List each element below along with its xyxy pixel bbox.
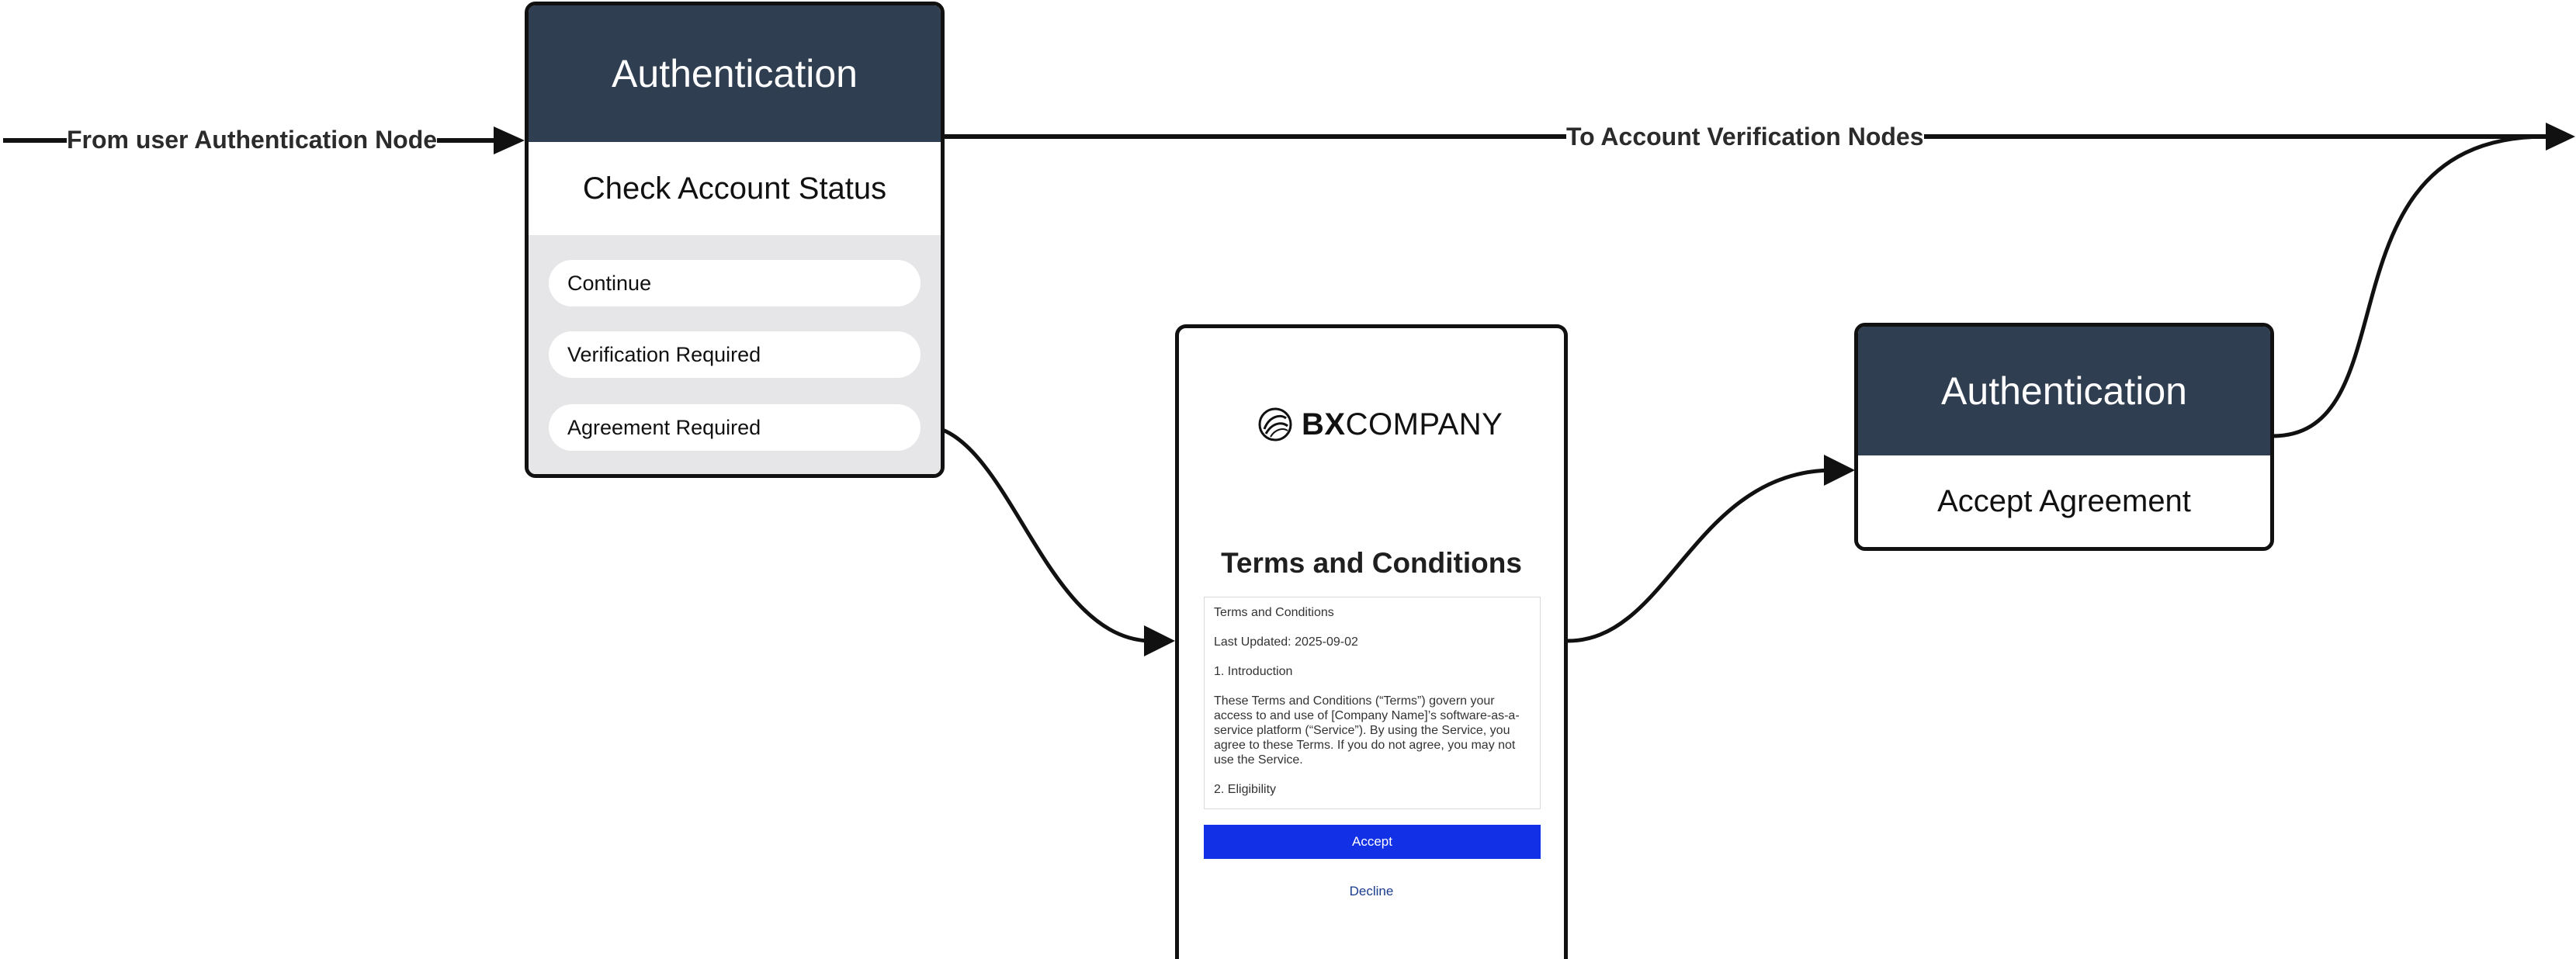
terms-last-updated: Last Updated: 2025-09-02	[1214, 635, 1358, 649]
accept-to-outgoing-edge	[2272, 134, 2547, 438]
outgoing-arrowhead	[2546, 123, 2575, 151]
outcome-agreement-required[interactable]: Agreement Required	[549, 404, 920, 451]
terms-section-1-paragraph: These Terms and Conditions (“Terms”) gov…	[1214, 694, 1520, 767]
accept-arrowhead	[1824, 455, 1855, 486]
node-title: Accept Agreement	[1858, 455, 2270, 547]
outcome-list: Continue Verification Required Agreement…	[529, 235, 941, 474]
company-logo-text: BXCOMPANY	[1302, 407, 1503, 441]
company-logo: BXCOMPANY	[1257, 406, 1503, 443]
terms-body-title: Terms and Conditions	[1214, 606, 1334, 619]
decline-link[interactable]: Decline	[1349, 884, 1394, 898]
accept-agreement-node[interactable]: Authentication Accept Agreement	[1854, 323, 2274, 551]
check-account-status-node[interactable]: Authentication Check Account Status Cont…	[525, 2, 945, 478]
terms-heading: Terms and Conditions	[1221, 547, 1522, 579]
company-logo-icon	[1258, 407, 1292, 441]
node-header: Authentication	[1858, 327, 2270, 455]
terms-text-box[interactable]: Terms and Conditions Last Updated: 2025-…	[1204, 597, 1541, 809]
terms-section-2-heading: 2. Eligibility	[1214, 783, 1277, 796]
outcome-verification-required[interactable]: Verification Required	[549, 331, 920, 378]
outcome-continue[interactable]: Continue	[549, 260, 920, 306]
terms-arrowhead	[1144, 625, 1175, 656]
node-title: Check Account Status	[529, 142, 941, 235]
terms-page-node[interactable]: BXCOMPANY Terms and Conditions Terms and…	[1175, 324, 1568, 959]
outgoing-edge-label: To Account Verification Nodes	[1566, 121, 1924, 152]
node-header: Authentication	[529, 5, 941, 142]
incoming-arrowhead	[494, 126, 525, 154]
incoming-edge-label: From user Authentication Node	[67, 124, 438, 155]
terms-to-accept-edge	[1567, 468, 1829, 643]
terms-section-1-heading: 1. Introduction	[1214, 665, 1293, 678]
accept-button[interactable]: Accept	[1204, 825, 1541, 859]
agreement-to-terms-edge	[920, 423, 1149, 643]
